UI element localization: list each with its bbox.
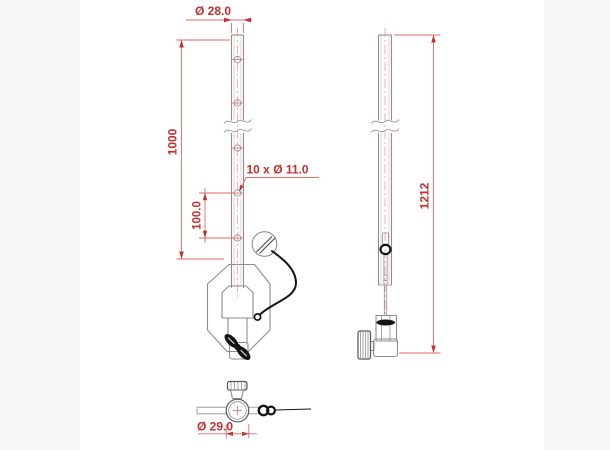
side-view xyxy=(357,28,400,360)
page-gutter-right xyxy=(544,0,610,450)
side-pin-ring xyxy=(379,243,392,256)
wing-nut xyxy=(224,334,251,360)
bottom-left-arm xyxy=(196,406,227,415)
lanyard-hook xyxy=(253,313,262,321)
callout-holes: 10 x Ø 11.0 xyxy=(238,163,319,192)
side-clamp-body xyxy=(372,338,399,358)
side-tube xyxy=(370,34,400,286)
dim-base-diameter: Ø 29.0 xyxy=(197,420,257,439)
side-break-symbol xyxy=(370,119,400,124)
side-pin xyxy=(379,232,392,316)
bottom-pin-ring-2 xyxy=(266,405,277,416)
dim-overall-length-label: 1212 xyxy=(418,182,432,209)
dim-hole-spacing: 100.0 xyxy=(192,188,234,243)
dim-tube-length: 1000 xyxy=(166,39,230,260)
hand-knob xyxy=(357,330,372,360)
side-clamp xyxy=(357,314,399,360)
dim-base-diameter-label: Ø 29.0 xyxy=(197,420,233,434)
clamp-spigot xyxy=(228,341,249,360)
bottom-lanyard-line xyxy=(275,408,312,411)
side-clamp-bracket xyxy=(375,314,398,342)
bottom-clamp-ring xyxy=(225,398,250,423)
bottom-view xyxy=(196,380,312,423)
clamp-octagon xyxy=(206,263,271,353)
dim-tube-diameter-label: Ø 28.0 xyxy=(195,4,231,18)
dim-overall-length: 1212 xyxy=(394,34,441,354)
page-gutter-left xyxy=(0,0,80,450)
lanyard-cable xyxy=(259,250,298,316)
dim-tube-length-label: 1000 xyxy=(166,128,180,155)
front-clamp xyxy=(206,263,271,360)
front-holes xyxy=(231,55,244,242)
safety-pin xyxy=(251,231,298,321)
bottom-right-arm xyxy=(248,404,312,417)
front-tube xyxy=(223,34,252,288)
dim-tube-diameter: Ø 28.0 xyxy=(186,4,252,33)
clamp-jaw-block xyxy=(221,285,254,319)
dim-hole-spacing-label: 100.0 xyxy=(192,201,204,230)
pin-ring xyxy=(251,231,278,257)
bottom-knob xyxy=(226,380,248,400)
front-view xyxy=(206,28,298,360)
callout-holes-label: 10 x Ø 11.0 xyxy=(247,163,309,177)
front-break-symbol xyxy=(223,119,252,124)
bottom-knob-neck xyxy=(229,389,245,400)
